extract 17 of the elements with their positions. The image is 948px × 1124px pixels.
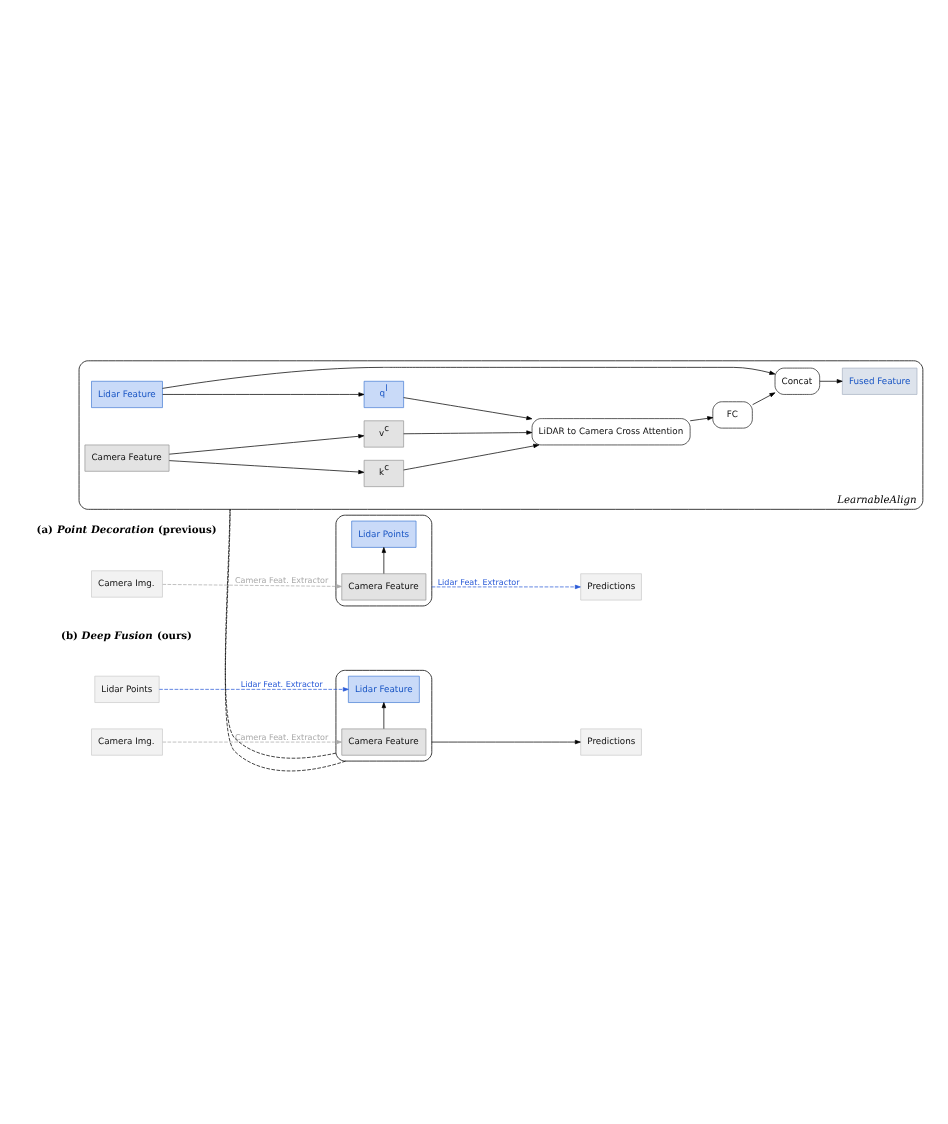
arrow (168, 433, 365, 454)
arrow (381, 546, 386, 573)
arrow (162, 738, 342, 744)
arrow (403, 396, 533, 420)
arrow (403, 429, 533, 434)
arrow (431, 583, 581, 589)
arrow (162, 391, 365, 396)
arrow (403, 442, 540, 470)
arrow (689, 415, 714, 421)
arrow (752, 391, 776, 404)
arrow (819, 378, 843, 383)
arrow (162, 366, 776, 388)
arrow (431, 738, 581, 744)
arrow (158, 686, 349, 691)
arrow (381, 701, 386, 729)
arrow (168, 459, 365, 474)
arrow (162, 583, 342, 588)
